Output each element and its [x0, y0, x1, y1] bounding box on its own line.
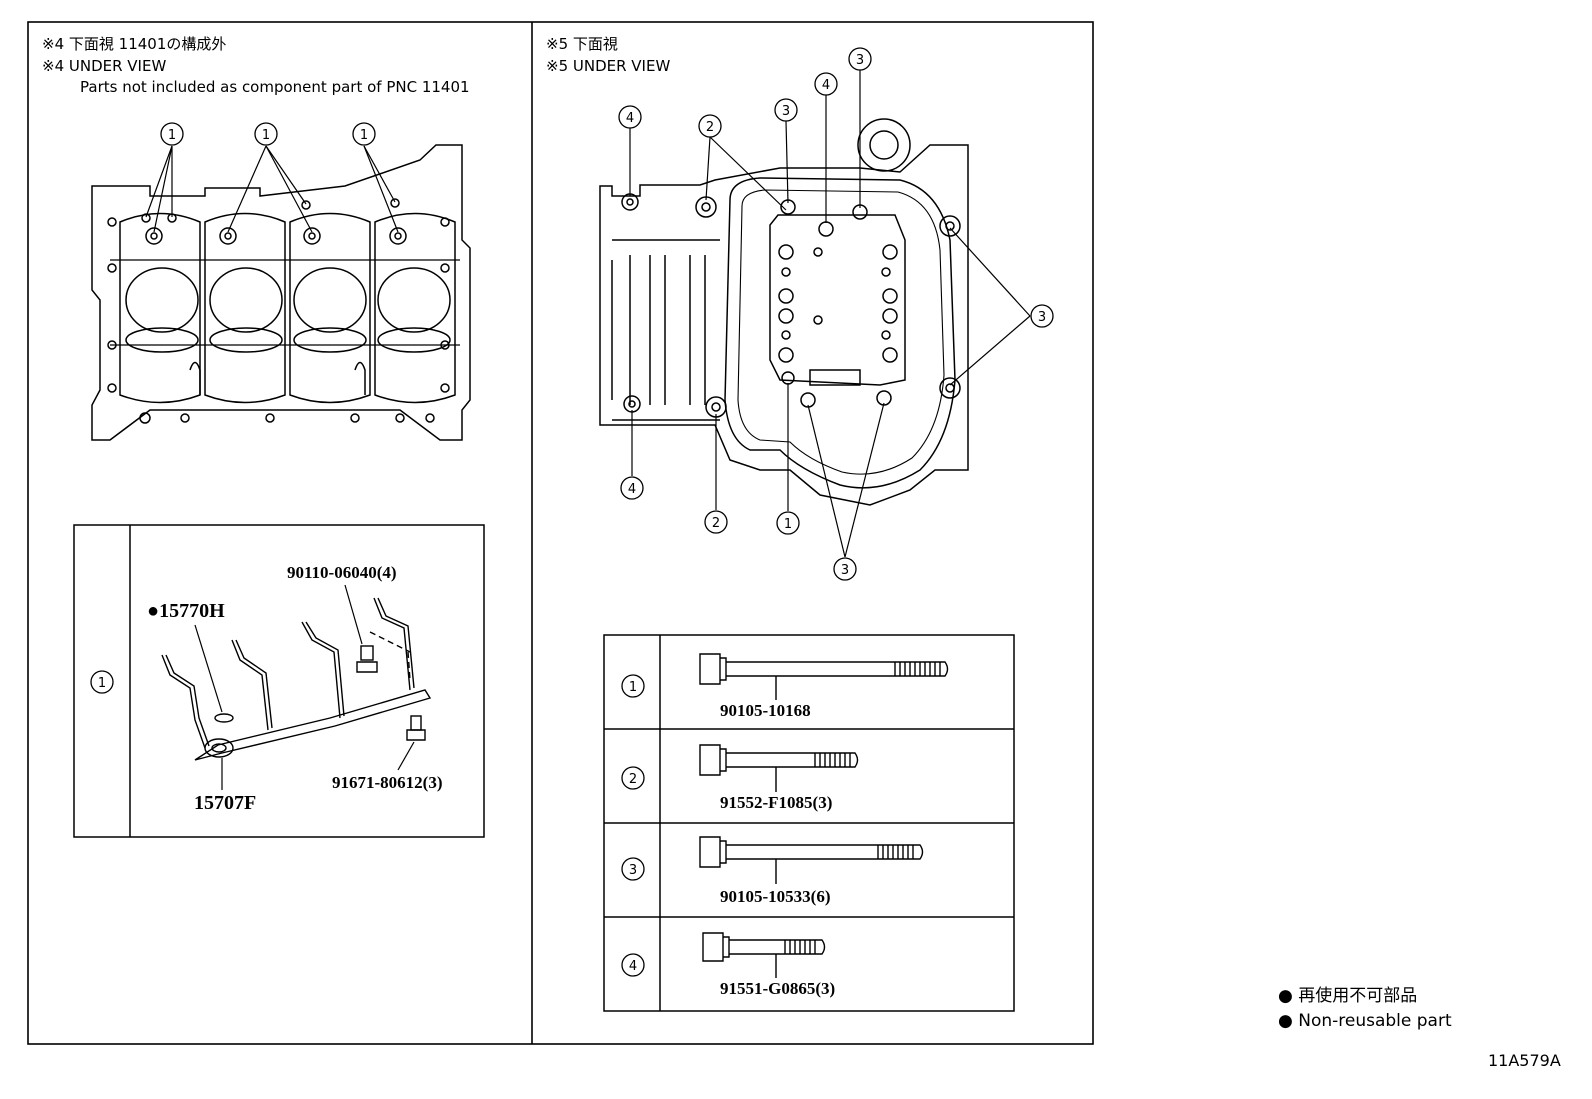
svg-text:1: 1 [784, 517, 792, 532]
engine-block-under-view [91, 144, 471, 441]
bolt-row-1[interactable]: 1 90105-10168 [621, 653, 949, 720]
svg-text:2: 2 [706, 120, 714, 135]
bolt-row-3[interactable]: 3 90105-10533(6) [621, 836, 924, 906]
bolt-part-number-3[interactable]: 90105-10533(6) [720, 887, 830, 906]
right-callout-3-side: 3 [1030, 304, 1054, 328]
svg-text:1: 1 [98, 676, 106, 691]
left-callout-1a: 1 [160, 122, 184, 146]
part-bolt-90110-06040[interactable]: 90110-06040(4) [287, 563, 397, 582]
left-table-leaders [194, 584, 415, 790]
right-callout-4-top-b: 4 [814, 72, 838, 96]
bolt-part-number-2[interactable]: 91552-F1085(3) [720, 793, 832, 812]
left-table-row-label: 1 [90, 670, 114, 694]
svg-text:4: 4 [628, 482, 636, 497]
svg-text:1: 1 [360, 128, 368, 143]
svg-text:3: 3 [841, 563, 849, 578]
svg-text:1: 1 [262, 128, 270, 143]
bolt-row-2[interactable]: 2 91552-F1085(3) [621, 744, 859, 812]
right-callout-2-top: 2 [698, 114, 722, 138]
left-header-note: Parts not included as component part of … [80, 78, 470, 96]
svg-text:4: 4 [626, 111, 634, 126]
bolt-part-number-4[interactable]: 91551-G0865(3) [720, 979, 835, 998]
left-callout-1b: 1 [254, 122, 278, 146]
left-header-jp: ※4 下面視 11401の構成外 [42, 35, 226, 53]
svg-text:2: 2 [629, 772, 637, 787]
right-header-en: ※5 UNDER VIEW [546, 57, 670, 75]
illustration-code: 11A579A [1488, 1051, 1561, 1070]
left-parts-table: 1 ●15770H 90 [73, 524, 485, 838]
right-callout-leaders [629, 70, 1031, 558]
svg-text:3: 3 [629, 863, 637, 878]
left-callout-1c: 1 [352, 122, 376, 146]
legend-jp: ● 再使用不可部品 [1278, 985, 1417, 1006]
part-bolt-91671-80612[interactable]: 91671-80612(3) [332, 773, 442, 792]
svg-text:4: 4 [822, 78, 830, 93]
right-callout-2-bottom: 2 [704, 510, 728, 534]
bolt-row-4[interactable]: 4 91551-G0865(3) [621, 932, 835, 998]
right-callout-4-top: 4 [618, 105, 642, 129]
svg-text:1: 1 [629, 680, 637, 695]
left-header-en: ※4 UNDER VIEW [42, 57, 166, 75]
svg-text:2: 2 [712, 516, 720, 531]
bolt-table: 1 90105-10168 2 91552-F1085(3) [603, 634, 1015, 1012]
bolt-part-number-1[interactable]: 90105-10168 [720, 701, 811, 720]
legend-en: ● Non-reusable part [1278, 1011, 1452, 1031]
diagram-frame [27, 21, 1094, 1045]
left-callout-leaders [145, 145, 399, 233]
part-pipe-15707f[interactable]: 15707F [194, 792, 256, 814]
right-callout-3-top-b: 3 [848, 47, 872, 71]
right-callout-3-bottom: 3 [833, 557, 857, 581]
svg-text:4: 4 [629, 959, 637, 974]
svg-text:1: 1 [168, 128, 176, 143]
right-callout-3-top-a: 3 [774, 98, 798, 122]
oil-jet-pipe-drawing [161, 597, 432, 761]
right-callout-1-bottom: 1 [776, 511, 800, 535]
svg-text:3: 3 [856, 53, 864, 68]
part-seal-15770h[interactable]: ●15770H [147, 600, 225, 622]
svg-text:3: 3 [1038, 310, 1046, 325]
right-callout-4-bottom: 4 [620, 476, 644, 500]
engine-block-right-under-view [599, 118, 969, 506]
right-header-jp: ※5 下面視 [546, 35, 618, 53]
svg-text:3: 3 [782, 104, 790, 119]
